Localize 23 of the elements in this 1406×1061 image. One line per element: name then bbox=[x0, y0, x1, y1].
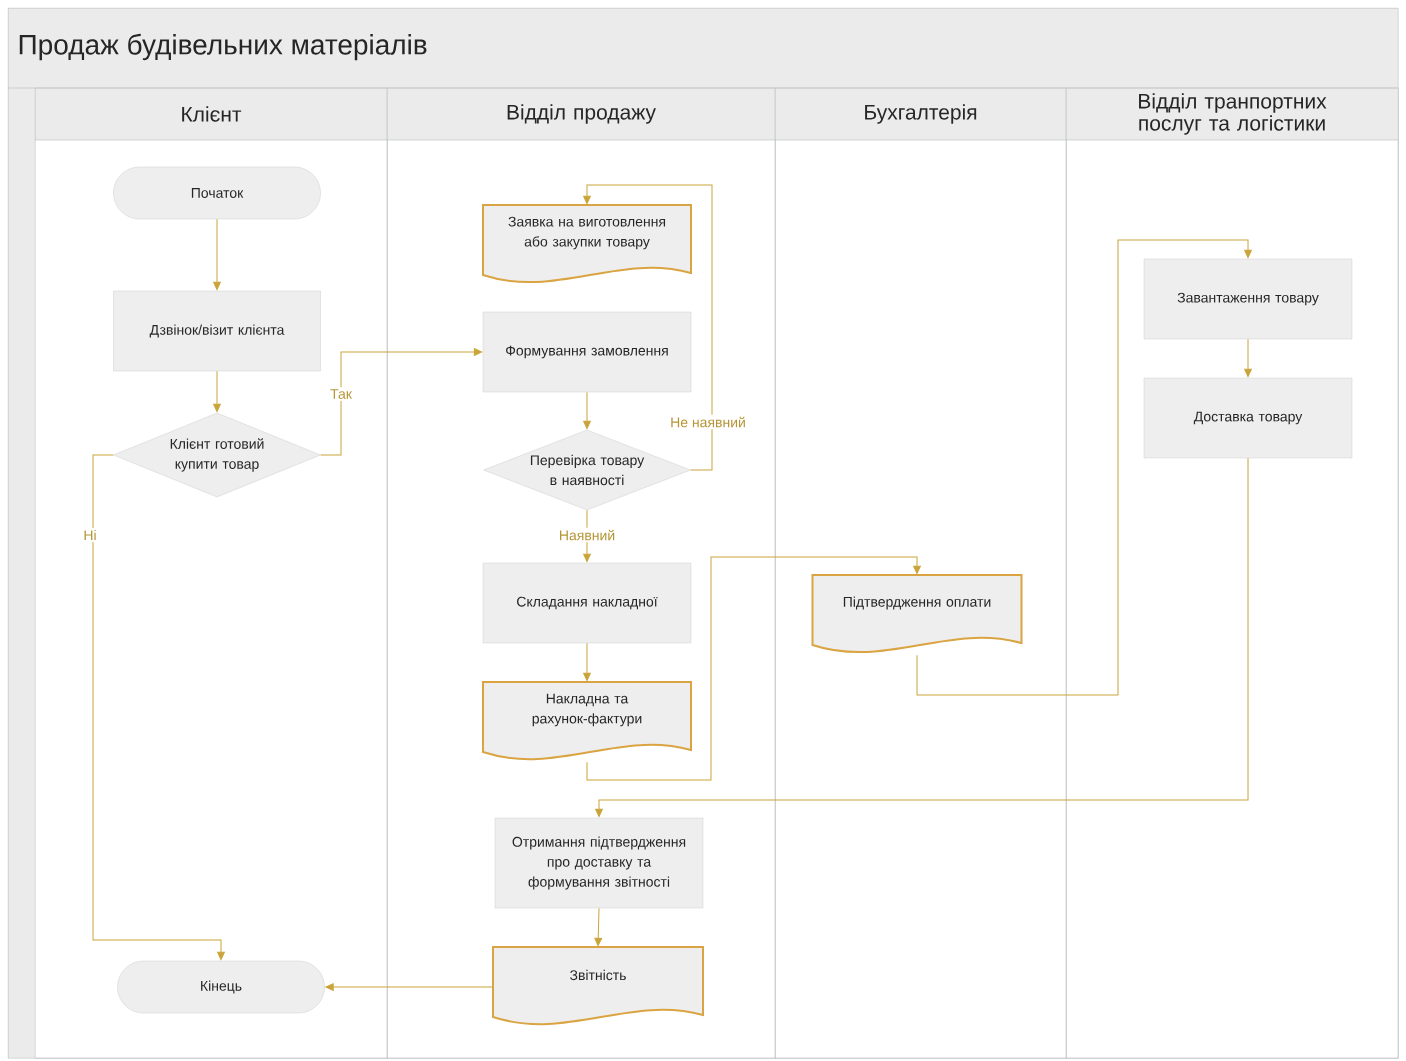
process-box: Доставка товару bbox=[1143, 377, 1353, 459]
arrow bbox=[595, 457, 1249, 818]
process-box: Складання накладної bbox=[482, 562, 692, 644]
arrow bbox=[213, 218, 221, 291]
arrow bbox=[325, 983, 494, 991]
arrow bbox=[92, 454, 225, 961]
process-box: Отримання підтвердження про доставку та формування звітності bbox=[494, 817, 704, 909]
arrow bbox=[583, 391, 591, 430]
arrow bbox=[1244, 338, 1252, 378]
edge-label: Так bbox=[328, 387, 354, 401]
process-box: Формування замовлення bbox=[482, 311, 692, 393]
edge-label: Наявний bbox=[556, 527, 618, 543]
arrow bbox=[586, 556, 921, 781]
arrow bbox=[320, 348, 483, 456]
process-box: Завантаження товару bbox=[1143, 258, 1353, 340]
arrow bbox=[594, 907, 603, 947]
arrow bbox=[583, 184, 713, 471]
arrow bbox=[916, 239, 1252, 696]
edge-label: Не наявний bbox=[668, 414, 748, 430]
arrow bbox=[213, 370, 221, 413]
arrow bbox=[583, 642, 591, 682]
process-box: Дзвінок/візит клієнта bbox=[113, 290, 321, 372]
edge-label: Ні bbox=[81, 527, 99, 543]
